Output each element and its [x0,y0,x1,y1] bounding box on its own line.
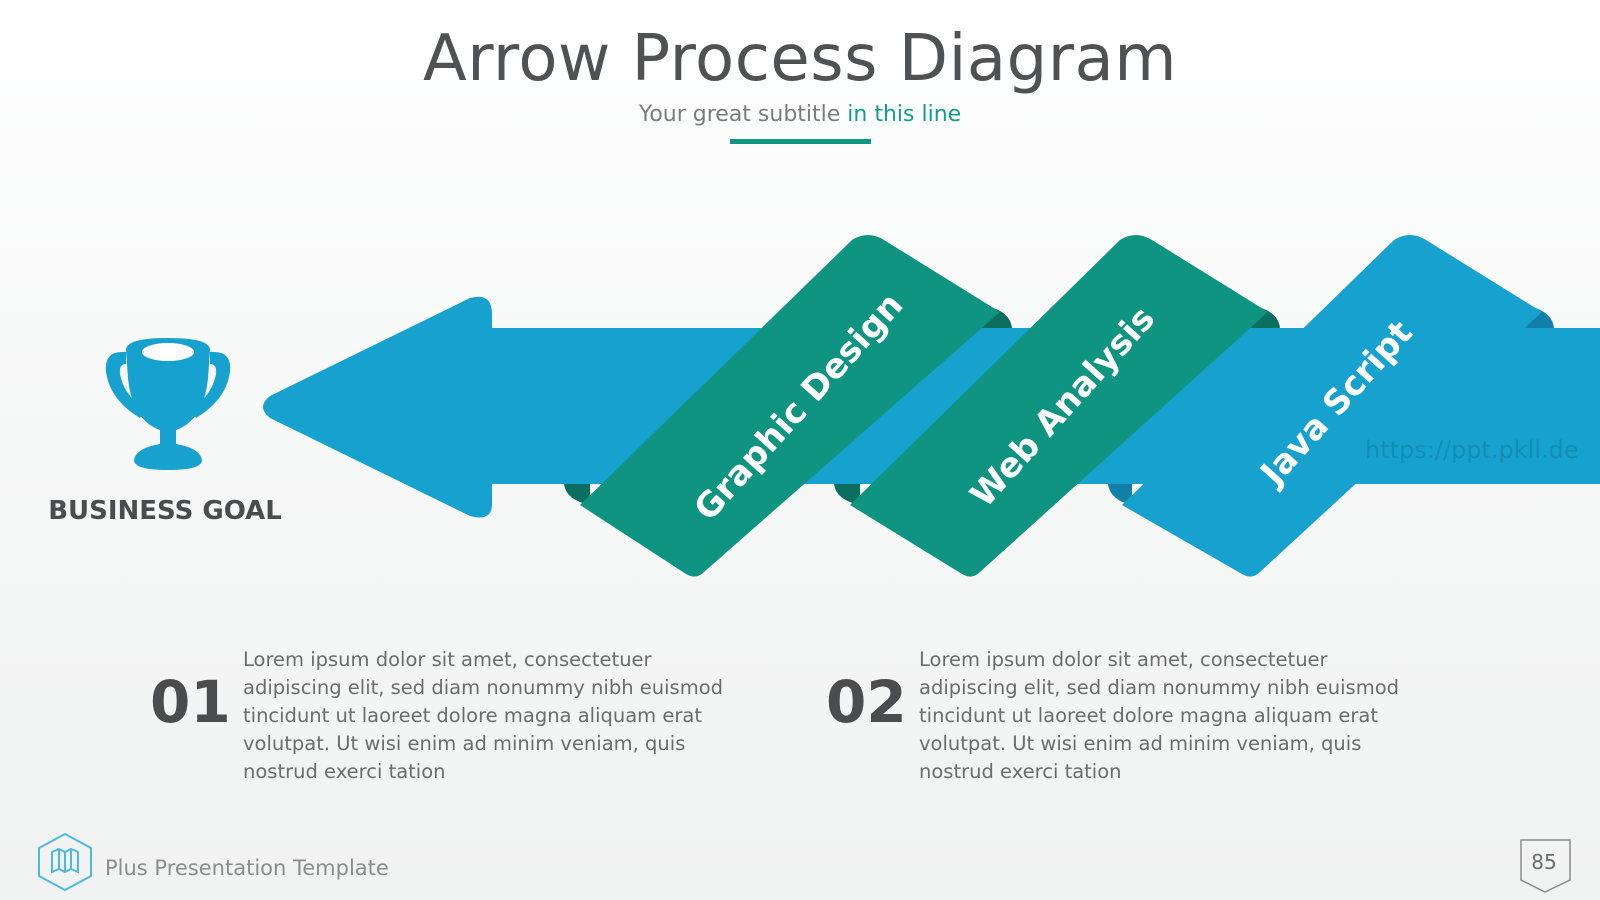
subtitle-accent: in this line [847,102,962,127]
page-number-badge [1520,839,1571,893]
business-goal-label: BUSINESS GOAL [48,496,282,526]
ribbon-3-fold-bottom [1108,484,1132,505]
footer-template-name: Plus Presentation Template [105,856,389,880]
page-subtitle: Your great subtitle in this line [0,102,1600,127]
ribbon-java-script [1122,235,1542,577]
ribbon-1-fold-bottom [564,484,590,505]
page-number: 85 [1531,850,1557,874]
item-number-1: 01 [150,668,231,736]
ribbon-graphic-design [580,235,1000,577]
watermark: https://ppt.pkll.de [1365,436,1579,464]
map-icon [38,832,92,892]
title-underline [730,139,871,144]
item-description-2: Lorem ipsum dolor sit amet, consectetuer… [919,648,1400,783]
ribbon-2-fold-bottom [834,484,860,505]
arrow-head [263,296,492,518]
trophy-icon [105,338,231,470]
page-title: Arrow Process Diagram [422,22,1178,96]
ribbon-web-analysis [850,235,1268,577]
subtitle-plain: Your great subtitle [638,102,848,127]
item-number-2: 02 [826,668,907,736]
item-description-1: Lorem ipsum dolor sit amet, consectetuer… [243,648,724,783]
